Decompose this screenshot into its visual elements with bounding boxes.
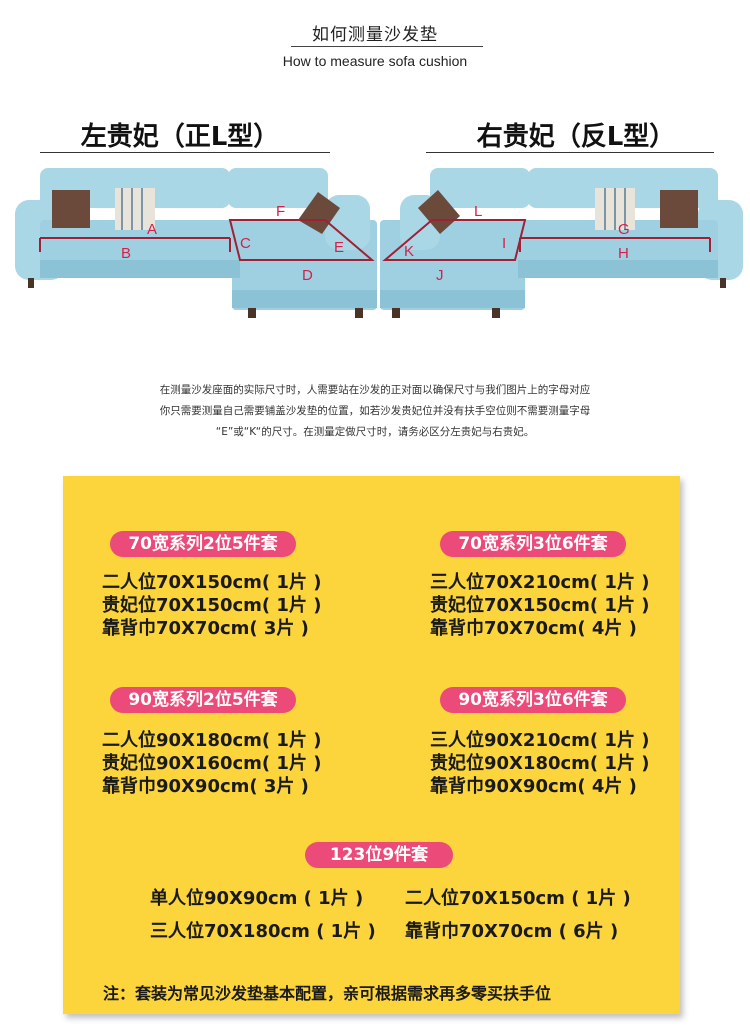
instruction-line: 在测量沙发座面的实际尺寸时，人需要站在沙发的正对面以确保尺寸与我们图片上的字母对…	[159, 384, 591, 396]
list-item: 三人位70X180cm ( 1片 )	[150, 921, 376, 942]
sofa-illustration: A B C D E F G H I J K L	[15, 168, 743, 318]
list-item: 二人位70X150cm ( 1片 )	[405, 888, 631, 909]
size-sets-panel	[63, 476, 680, 1014]
measurement-instructions: 在测量沙发座面的实际尺寸时，人需要站在沙发的正对面以确保尺寸与我们图片上的字母对…	[120, 380, 630, 443]
left-chaise-heading: 左贵妃（正L型）	[80, 122, 280, 152]
list-item: 三人位90X210cm( 1片 )	[430, 730, 650, 751]
instruction-line: “E”或“K“的尺寸。在测量定做尺寸时，请务必区分左贵妃与右贵妃。	[215, 426, 535, 438]
set-70-2-title: 70宽系列2位5件套	[110, 531, 296, 557]
measure-label-h: H	[618, 245, 629, 262]
measure-label-j: J	[436, 267, 444, 284]
set-90-3-title: 90宽系列3位6件套	[440, 687, 626, 713]
measure-label-f: F	[276, 203, 285, 220]
set-70-3-title: 70宽系列3位6件套	[440, 531, 626, 557]
list-item: 单人位90X90cm ( 1片 )	[150, 888, 364, 909]
set-70-2-list: 二人位70X150cm( 1片 ) 贵妃位70X150cm( 1片 ) 靠背巾7…	[102, 571, 321, 640]
list-item: 靠背巾70X70cm ( 6片 )	[405, 921, 619, 942]
instruction-line: 你只需要测量自己需要铺盖沙发垫的位置，如若沙发贵妃位并没有扶手空位则不需要测量字…	[159, 405, 591, 417]
pillow-icon	[52, 190, 90, 228]
list-item: 二人位90X180cm( 1片 )	[102, 730, 322, 751]
set-90-2-list: 二人位90X180cm( 1片 ) 贵妃位90X160cm( 1片 ) 靠背巾9…	[102, 729, 321, 798]
measure-label-c: C	[240, 235, 251, 252]
list-item: 靠背巾90X90cm( 3片 )	[102, 776, 309, 797]
measure-label-b: B	[121, 245, 131, 262]
measure-label-k: K	[404, 243, 414, 260]
list-item: 靠背巾90X90cm( 4片 )	[430, 776, 637, 797]
left-sofa: A B C D E F	[15, 168, 377, 318]
measure-label-i: I	[502, 235, 506, 252]
list-item: 靠背巾70X70cm( 4片 )	[430, 618, 637, 639]
list-item: 贵妃位90X180cm( 1片 )	[430, 753, 650, 774]
right-heading-divider	[426, 152, 714, 153]
measure-label-d: D	[302, 267, 313, 284]
footnote: 注：套装为常见沙发垫基本配置，亲可根据需求再多零买扶手位	[103, 984, 552, 1003]
set-90-2-title: 90宽系列2位5件套	[110, 687, 296, 713]
right-sofa: G H I J K L	[380, 168, 743, 318]
right-chaise-heading: 右贵妃（反L型）	[476, 122, 676, 152]
set-90-3-list: 三人位90X210cm( 1片 ) 贵妃位90X180cm( 1片 ) 靠背巾9…	[430, 729, 649, 798]
list-item: 三人位70X210cm( 1片 )	[430, 572, 650, 593]
measure-label-a: A	[147, 221, 157, 238]
list-item: 二人位70X150cm( 1片 )	[102, 572, 322, 593]
list-item: 贵妃位70X150cm( 1片 )	[430, 595, 650, 616]
page-subtitle: How to measure sofa cushion	[282, 53, 468, 69]
measure-label-e: E	[334, 239, 344, 256]
page-title: 如何测量沙发垫	[312, 25, 438, 45]
left-heading-divider	[40, 152, 330, 153]
title-divider	[291, 46, 483, 47]
set-123-title: 123位9件套	[305, 842, 453, 868]
list-item: 靠背巾70X70cm( 3片 )	[102, 618, 309, 639]
list-item: 贵妃位70X150cm( 1片 )	[102, 595, 322, 616]
set-70-3-list: 三人位70X210cm( 1片 ) 贵妃位70X150cm( 1片 ) 靠背巾7…	[430, 571, 649, 640]
measure-label-g: G	[618, 221, 630, 238]
list-item: 贵妃位90X160cm( 1片 )	[102, 753, 322, 774]
measure-label-l: L	[474, 203, 482, 220]
